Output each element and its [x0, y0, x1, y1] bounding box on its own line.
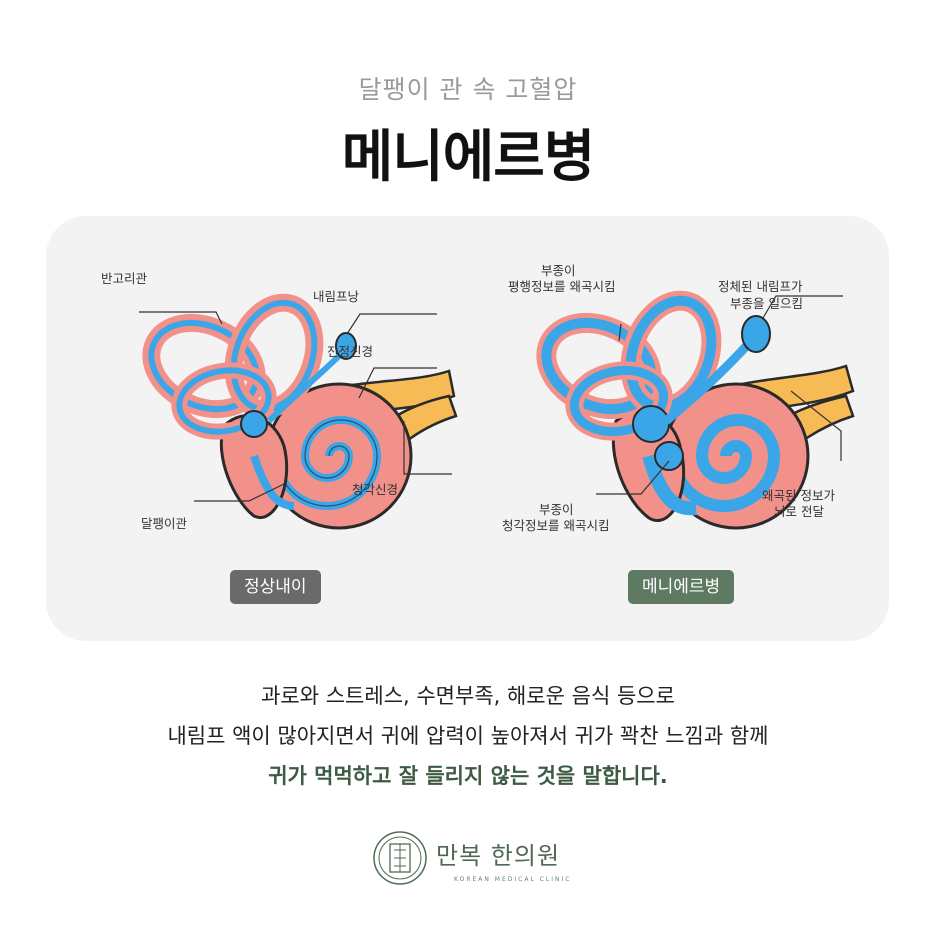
label-vestibular-nerve: 진정신경: [327, 344, 374, 359]
label-hearing-distortion-2: 청각정보를 왜곡시킴: [502, 518, 610, 533]
label-cochlea: 달팽이관: [141, 516, 188, 531]
label-semicircular-canals: 반고리관: [101, 271, 148, 286]
normal-inner-ear-illustration: [139, 293, 458, 530]
label-hearing-distortion-1: 부종이: [539, 502, 574, 517]
tag-meniere: 메니에르병: [628, 570, 735, 604]
label-endolymphatic-sac: 내림프낭: [313, 289, 360, 304]
description-line-2: 내림프 액이 많아지면서 귀에 압력이 높아져서 귀가 꽉찬 느낌과 함께: [167, 724, 769, 748]
tag-normal-ear: 정상내이: [230, 570, 321, 604]
label-cochlear-nerve: 청각신경: [352, 482, 399, 497]
label-distorted-info-1: 왜곡된 정보가: [762, 488, 835, 503]
description-line-1: 과로와 스트레스, 수면부족, 해로운 음식 등으로: [261, 684, 675, 708]
label-stagnant-endolymph-2: 부종을 일으킴: [730, 296, 803, 311]
page-title: 메니에르병: [341, 125, 596, 190]
label-stagnant-endolymph-1: 정체된 내림프가: [718, 279, 803, 294]
label-distorted-info-2: 뇌로 전달: [774, 504, 824, 519]
clinic-name: 만복 한의원: [436, 842, 561, 870]
subtitle: 달팽이 관 속 고혈압: [358, 75, 578, 104]
description: 과로와 스트레스, 수면부족, 해로운 음식 등으로 내림프 액이 많아지면서 …: [0, 676, 936, 796]
clinic-logo: 만복 한의원 KOREAN MEDICAL CLINIC: [372, 830, 572, 890]
diagram-panel: 반고리관 내림프낭 진정신경 청각신경 달팽이관 부종이 평행정보를 왜곡시킴 …: [46, 216, 889, 641]
description-line-3-highlight: 귀가 먹먹하고 잘 들리지 않는 것을 말합니다.: [268, 764, 668, 788]
label-balance-distortion-1: 부종이: [541, 263, 576, 278]
clinic-subtitle: KOREAN MEDICAL CLINIC: [454, 876, 572, 883]
clinic-emblem-icon: [373, 831, 427, 885]
meniere-inner-ear-illustration: [536, 290, 855, 530]
label-balance-distortion-2: 평행정보를 왜곡시킴: [508, 279, 616, 294]
